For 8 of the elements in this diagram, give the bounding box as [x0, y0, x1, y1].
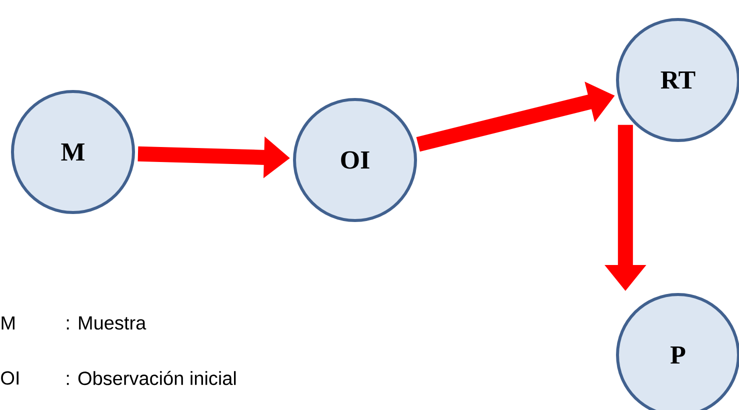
legend-text: : Observación inicial — [66, 370, 236, 386]
legend-text: : Muestra — [66, 316, 146, 330]
circle-node: M — [11, 90, 135, 214]
circle-node: OI — [293, 98, 417, 222]
legend-text: OI — [1, 371, 18, 385]
circle-node: P — [616, 293, 739, 410]
legend-text: M — [2, 316, 14, 330]
circle-node: RT — [616, 18, 739, 142]
